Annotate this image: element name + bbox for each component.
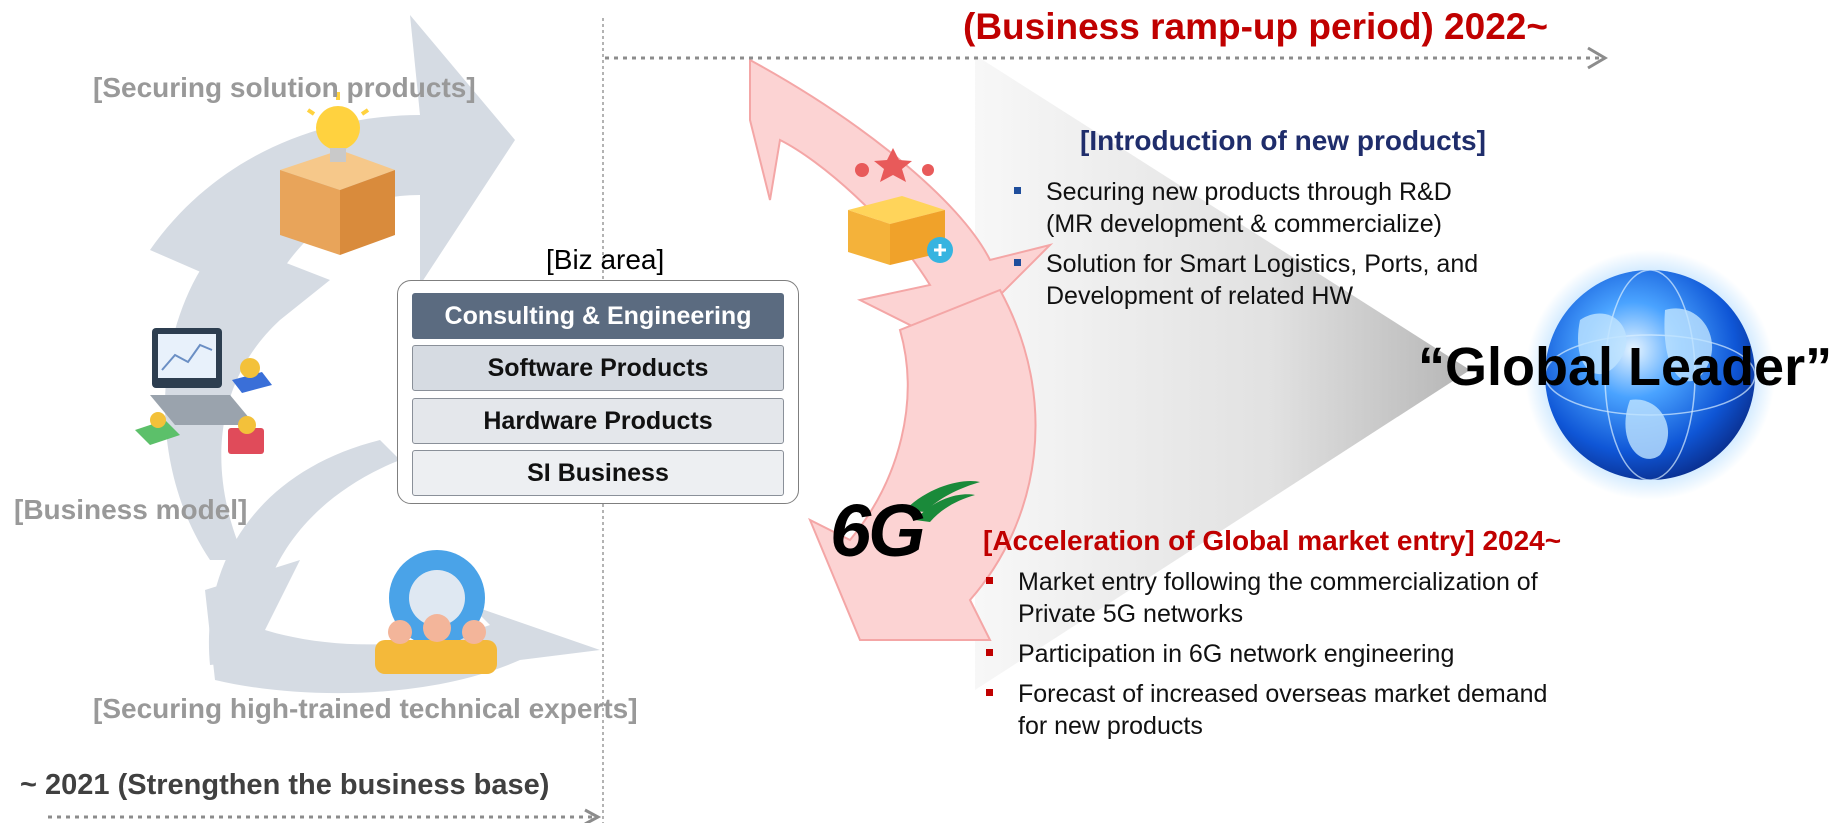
gift-box-icon (848, 148, 953, 265)
biz-item-hardware: Hardware Products (412, 398, 784, 444)
list-item: Solution for Smart Logistics, Ports, and… (1008, 248, 1568, 312)
biz-area-box: Consulting & Engineering Software Produc… (397, 280, 799, 504)
global-leader-label: “Global Leader” (1418, 337, 1833, 397)
list-item: Forecast of increased overseas market de… (980, 678, 1620, 742)
lightbulb-box-icon (280, 92, 395, 255)
bullet-line: Development of related HW (1046, 282, 1354, 310)
bullet-line: Market entry following the commercializa… (1018, 568, 1538, 596)
bullet-line: Securing new products through R&D (1046, 178, 1452, 206)
cycle-arrow-left (165, 240, 330, 560)
6g-swoosh-icon (905, 480, 980, 522)
biz-area-title: [Biz area] (546, 244, 665, 275)
gear-team-icon (375, 550, 497, 674)
bullet-line: for new products (1018, 712, 1203, 740)
label-securing-solution-products: [Securing solution products] (93, 72, 476, 103)
list-item: Securing new products through R&D (MR de… (1008, 176, 1568, 240)
globe-icon (1525, 250, 1775, 500)
phase-right-label: (Business ramp-up period) 2022~ (963, 6, 1548, 47)
biz-item-consulting: Consulting & Engineering (412, 293, 784, 339)
phase-left-label: ~ 2021 (Strengthen the business base) (20, 769, 550, 801)
6g-badge: 6G (830, 489, 926, 572)
bullet-line: Participation in 6G network engineering (1018, 640, 1455, 668)
bullet-line: Solution for Smart Logistics, Ports, and (1046, 250, 1479, 278)
new-products-list: Securing new products through R&D (MR de… (1008, 176, 1568, 320)
label-business-model: [Business model] (14, 494, 248, 525)
cycle-arrow-mid (208, 440, 400, 665)
bullet-marker (986, 689, 993, 696)
list-item: Market entry following the commercializa… (980, 566, 1620, 630)
bullet-line: Forecast of increased overseas market de… (1018, 680, 1548, 708)
cycle-arrow-bottom (205, 560, 600, 694)
new-products-title: [Introduction of new products] (1080, 125, 1486, 156)
biz-item-si: SI Business (412, 450, 784, 496)
global-entry-title: [Acceleration of Global market entry] 20… (983, 525, 1562, 556)
bullet-line: Private 5G networks (1018, 600, 1244, 628)
pink-arrow-bottom (808, 288, 1037, 641)
bullet-line: (MR development & commercialize) (1046, 210, 1442, 238)
bullet-marker (1014, 259, 1021, 266)
list-item: Participation in 6G network engineering (980, 638, 1620, 670)
global-entry-list: Market entry following the commercializa… (980, 566, 1620, 750)
biz-item-software: Software Products (412, 345, 784, 391)
bullet-marker (1014, 187, 1021, 194)
bullet-marker (986, 577, 993, 584)
computer-coins-icon (135, 328, 272, 454)
label-securing-experts: [Securing high-trained technical experts… (93, 693, 638, 724)
bullet-marker (986, 649, 993, 656)
beam-shape (975, 55, 1470, 690)
